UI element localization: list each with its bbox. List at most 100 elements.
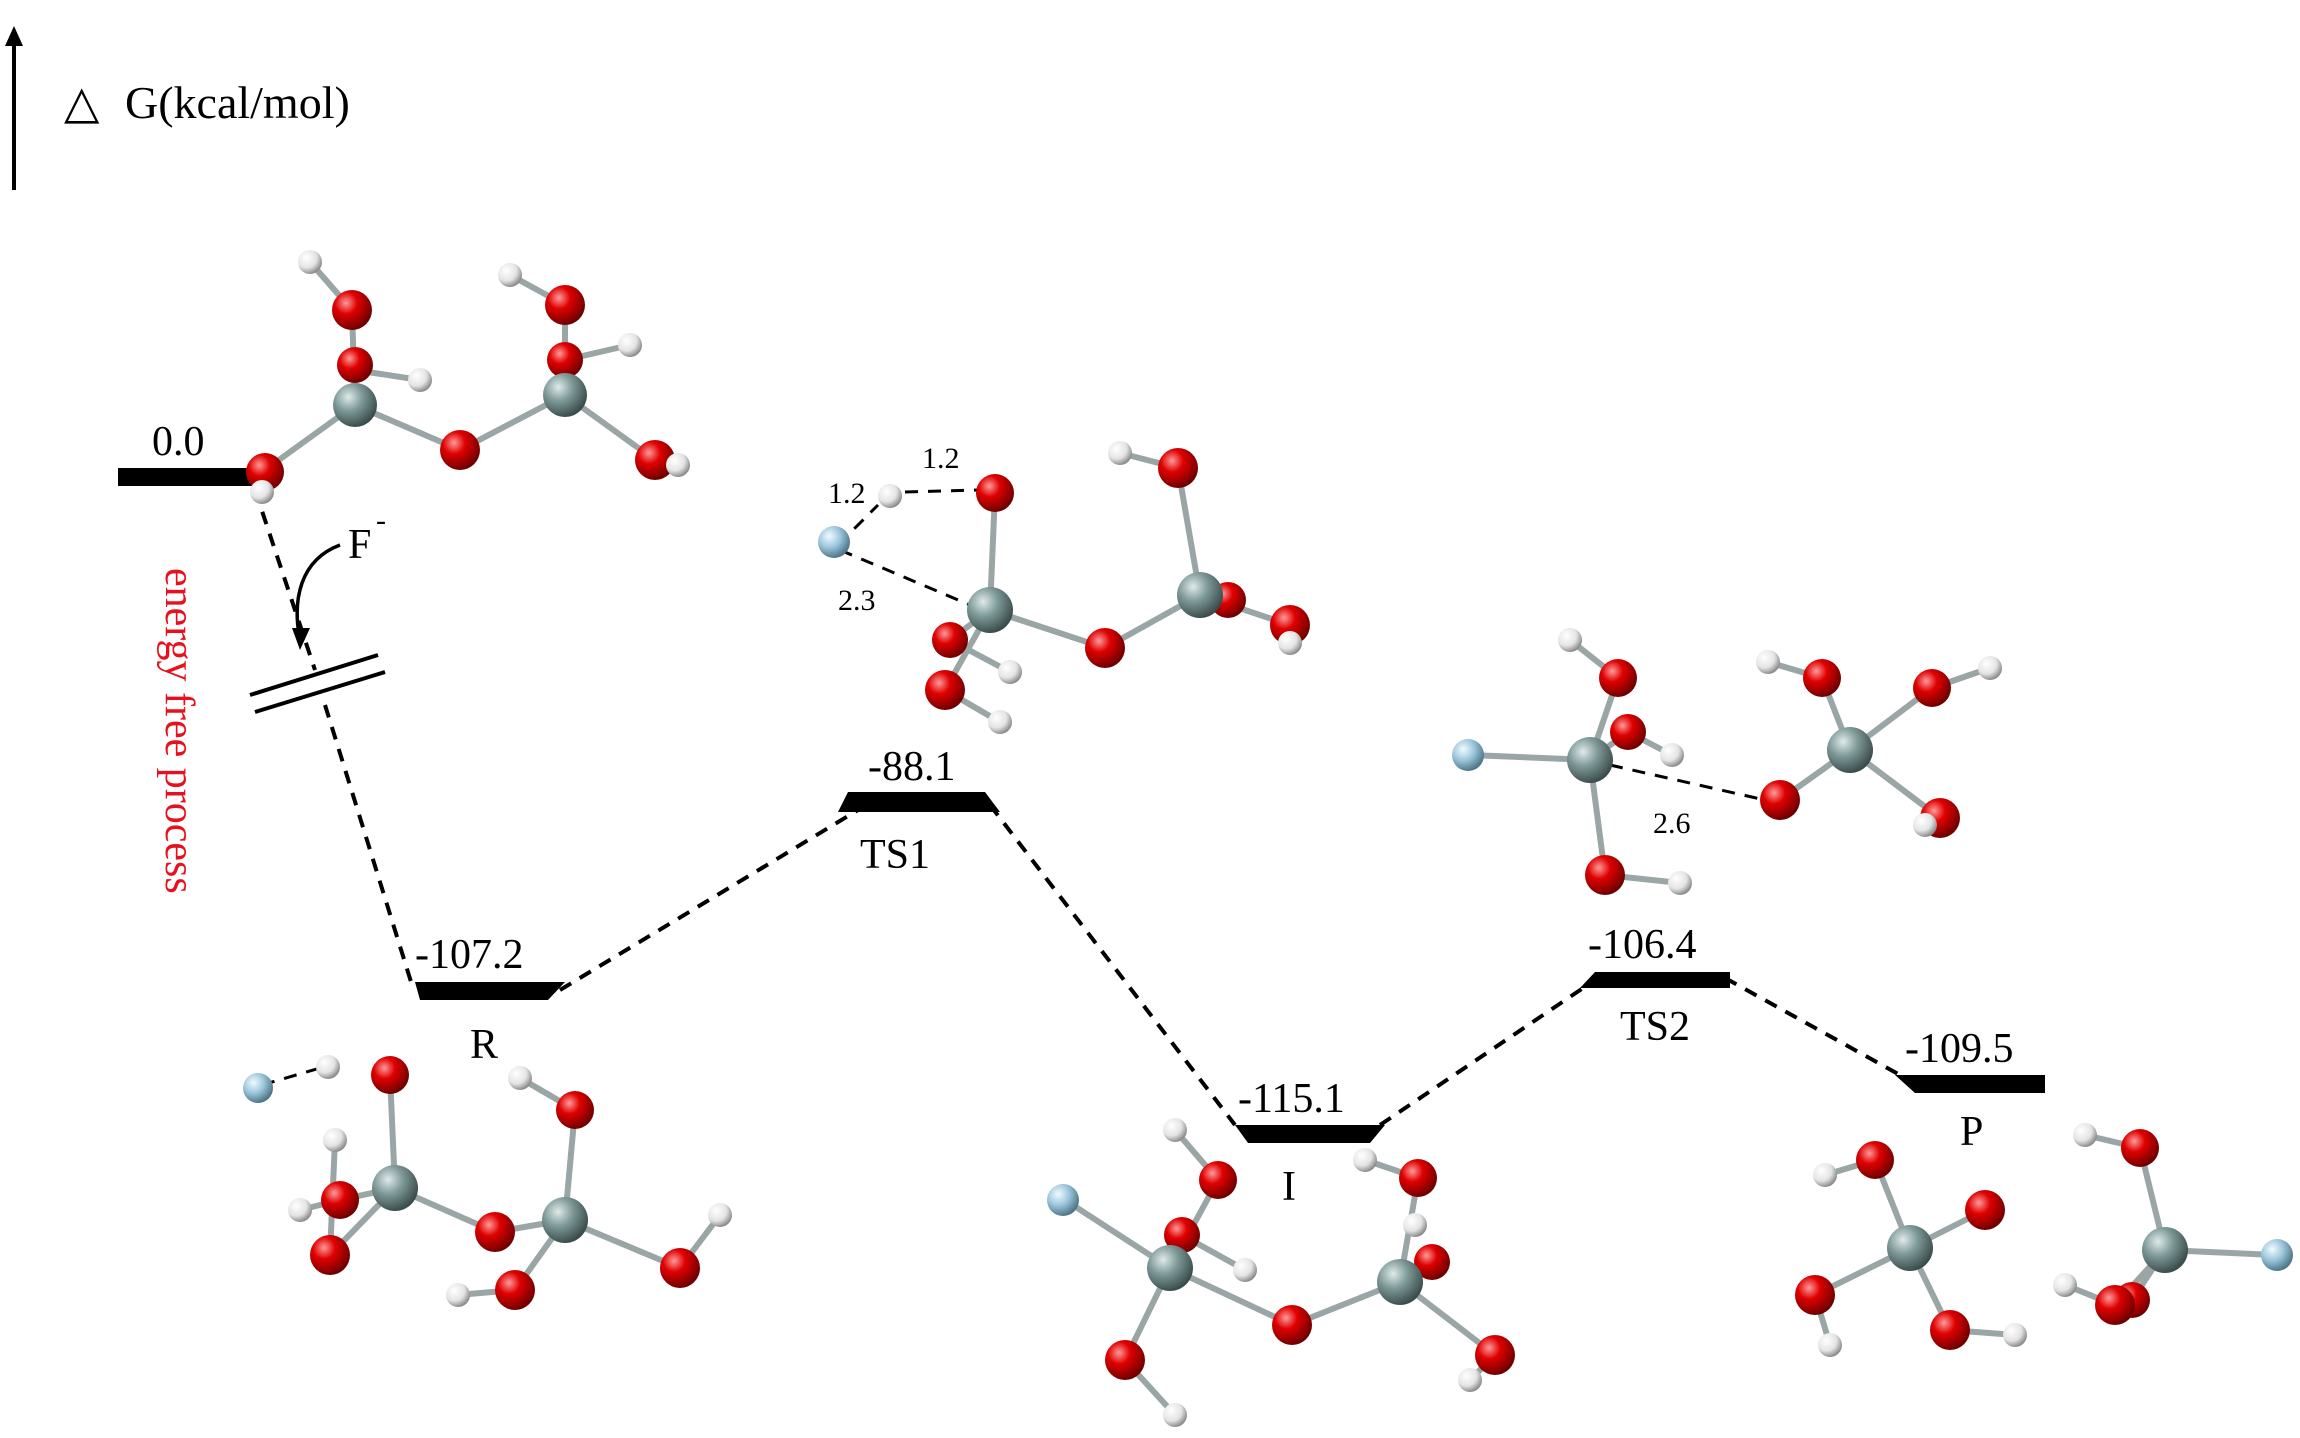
energy-r: -107.2 — [415, 932, 524, 978]
hydrogen-atom — [878, 484, 902, 508]
molecule-ts1 — [818, 441, 1310, 734]
oxygen-atom — [1599, 659, 1637, 697]
oxygen-atom — [660, 1248, 700, 1288]
oxygen-atom — [1158, 448, 1198, 488]
oxygen-atom — [635, 440, 675, 480]
oxygen-atom — [1475, 1335, 1515, 1375]
r-to-ts1 — [558, 808, 860, 992]
hydrogen-atom — [1558, 628, 1582, 652]
oxygen-atom — [332, 290, 372, 330]
silicon-atom — [372, 1165, 418, 1211]
hydrogen-atom — [1108, 441, 1132, 465]
hydrogen-atom — [988, 710, 1012, 734]
oxygen-atom — [1856, 1141, 1894, 1179]
state-labels: R TS1 I TS2 P — [470, 832, 1983, 1210]
energy-start: 0.0 — [152, 419, 205, 465]
silicon-atom — [543, 373, 587, 417]
level-ts1 — [838, 792, 1000, 812]
oxygen-atom — [1795, 1275, 1835, 1315]
delta-symbol: △ — [64, 77, 100, 128]
hydrogen-atom — [666, 453, 690, 477]
hydrogen-atom — [316, 1055, 340, 1079]
hydrogen-atom — [2053, 1273, 2077, 1297]
state-i: I — [1282, 1164, 1296, 1210]
oxygen-atom — [475, 1212, 515, 1252]
oxygen-atom — [2121, 1129, 2159, 1167]
bond-ts1-c: 2.3 — [838, 584, 876, 617]
bond-ts1-b: 1.2 — [922, 442, 960, 475]
hydrogen-atom — [708, 1203, 732, 1227]
oxygen-atom — [1965, 1190, 2005, 1230]
hydrogen-atom — [323, 1128, 347, 1152]
hydrogen-atom — [288, 1198, 312, 1222]
fluoride-label: F — [348, 522, 371, 568]
molecule-r — [243, 1055, 732, 1310]
oxygen-atom — [2095, 1285, 2135, 1325]
hydrogen-atom — [2073, 1123, 2097, 1147]
hydrogen-atom — [1278, 631, 1302, 655]
fluorine-atom — [2261, 1239, 2293, 1271]
state-p: P — [1960, 1109, 1983, 1155]
hydrogen-atom — [1660, 743, 1684, 767]
energy-free-process-label: energy free process — [156, 568, 202, 894]
oxygen-atom — [246, 453, 284, 491]
ts2-to-p — [1724, 976, 1901, 1077]
oxygen-atom — [495, 1270, 535, 1310]
bond-ts2: 2.6 — [1653, 807, 1691, 840]
start-to-break — [253, 489, 317, 671]
hydrogen-atom — [1403, 1213, 1427, 1237]
oxygen-atom — [976, 474, 1014, 512]
oxygen-atom — [1164, 1217, 1200, 1253]
hydrogen-atom — [446, 1283, 470, 1307]
y-axis-label: G(kcal/mol) — [125, 77, 350, 128]
oxygen-atom — [1610, 714, 1646, 750]
silicon-atom — [1827, 727, 1873, 773]
level-start — [118, 468, 258, 486]
oxygen-atom — [1399, 1159, 1437, 1197]
hydrogen-atom — [1913, 813, 1937, 837]
hydrogen-atom — [998, 660, 1022, 684]
silicon-atom — [1567, 737, 1613, 783]
oxygen-atom — [1199, 1161, 1237, 1199]
oxygen-atom — [1270, 605, 1310, 645]
molecule-i — [1047, 1118, 1515, 1427]
level-p — [1895, 1075, 2045, 1093]
silicon-atom — [967, 587, 1013, 633]
energy-levels — [118, 468, 2045, 1143]
oxygen-atom — [1913, 669, 1951, 707]
silicon-atom — [333, 383, 377, 427]
oxygen-atom — [556, 1091, 594, 1129]
silicon-atom — [1177, 572, 1223, 618]
fluoride-attack: F - — [292, 504, 386, 650]
silicon-atom — [1147, 1245, 1193, 1291]
hydrogen-atom — [508, 1066, 532, 1090]
i-to-ts2 — [1378, 978, 1597, 1127]
oxygen-atom — [1105, 1340, 1145, 1380]
fluorine-atom — [243, 1073, 273, 1103]
hydrogen-atom — [1163, 1118, 1187, 1142]
oxygen-atom — [337, 347, 373, 383]
hydrogen-atom — [408, 368, 432, 392]
silicon-atom — [542, 1197, 588, 1243]
oxygen-atom — [545, 285, 585, 325]
oxygen-atom — [321, 1181, 359, 1219]
level-r — [415, 982, 565, 1000]
break-to-r — [323, 704, 414, 986]
fluorine-atom — [1047, 1184, 1079, 1216]
oxygen-atom — [1085, 628, 1125, 668]
hydrogen-atom — [1353, 1148, 1377, 1172]
molecule-ts2 — [1452, 628, 2002, 895]
fluoride-charge: - — [376, 504, 386, 537]
hydrogen-atom — [1458, 1368, 1482, 1392]
oxygen-atom — [1272, 1305, 1312, 1345]
hydrogen-atom — [1233, 1258, 1257, 1282]
y-axis: △ G(kcal/mol) — [5, 26, 350, 190]
oxygen-atom — [1803, 659, 1841, 697]
reaction-path — [253, 489, 1901, 1127]
hydrogen-atom — [250, 480, 274, 504]
axis-break-mark — [249, 653, 386, 714]
hydrogen-atom — [1163, 1403, 1187, 1427]
ts1-to-i — [988, 803, 1237, 1127]
state-ts2: TS2 — [1620, 1004, 1690, 1050]
